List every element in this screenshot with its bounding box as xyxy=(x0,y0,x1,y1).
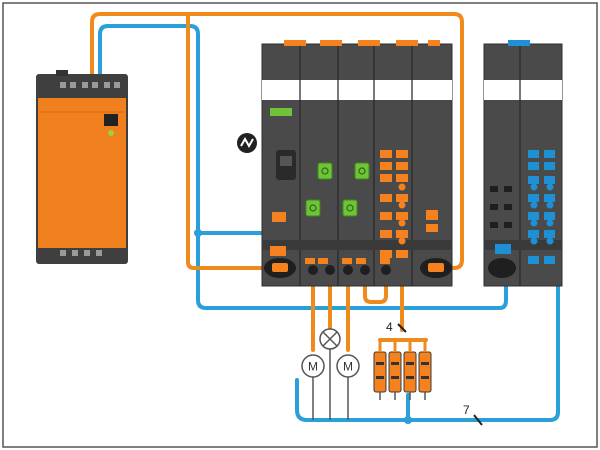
green-led-4 xyxy=(342,199,358,217)
sensor-icon xyxy=(373,340,432,400)
blue-cable-bottom-bus xyxy=(196,231,508,310)
blue-junctions xyxy=(194,229,412,424)
orange-wire-jumper xyxy=(363,266,388,304)
status-led xyxy=(270,108,292,116)
svg-text:M: M xyxy=(308,360,318,374)
svg-text:M: M xyxy=(343,360,353,374)
blue-cable-sensor-return xyxy=(295,263,560,422)
lamp-icon xyxy=(319,328,341,350)
power-supply-icon xyxy=(36,70,128,264)
io-module-rack xyxy=(483,40,563,287)
green-led-3 xyxy=(305,199,321,217)
cable-label-7: 7 xyxy=(463,403,470,417)
main-controller-rack xyxy=(261,40,453,287)
signal-wires xyxy=(312,348,349,420)
orange-cable-top-loop xyxy=(90,12,464,270)
safety-logic-icon xyxy=(237,133,257,153)
green-led-2 xyxy=(354,162,370,180)
motor-icon-2: M xyxy=(336,354,360,378)
orange-cable-inner xyxy=(186,12,285,270)
cable-tick-icon xyxy=(397,323,483,426)
motor-icon: M xyxy=(301,354,325,378)
cable-label-4: 4 xyxy=(386,320,393,334)
green-led-1 xyxy=(317,162,333,180)
